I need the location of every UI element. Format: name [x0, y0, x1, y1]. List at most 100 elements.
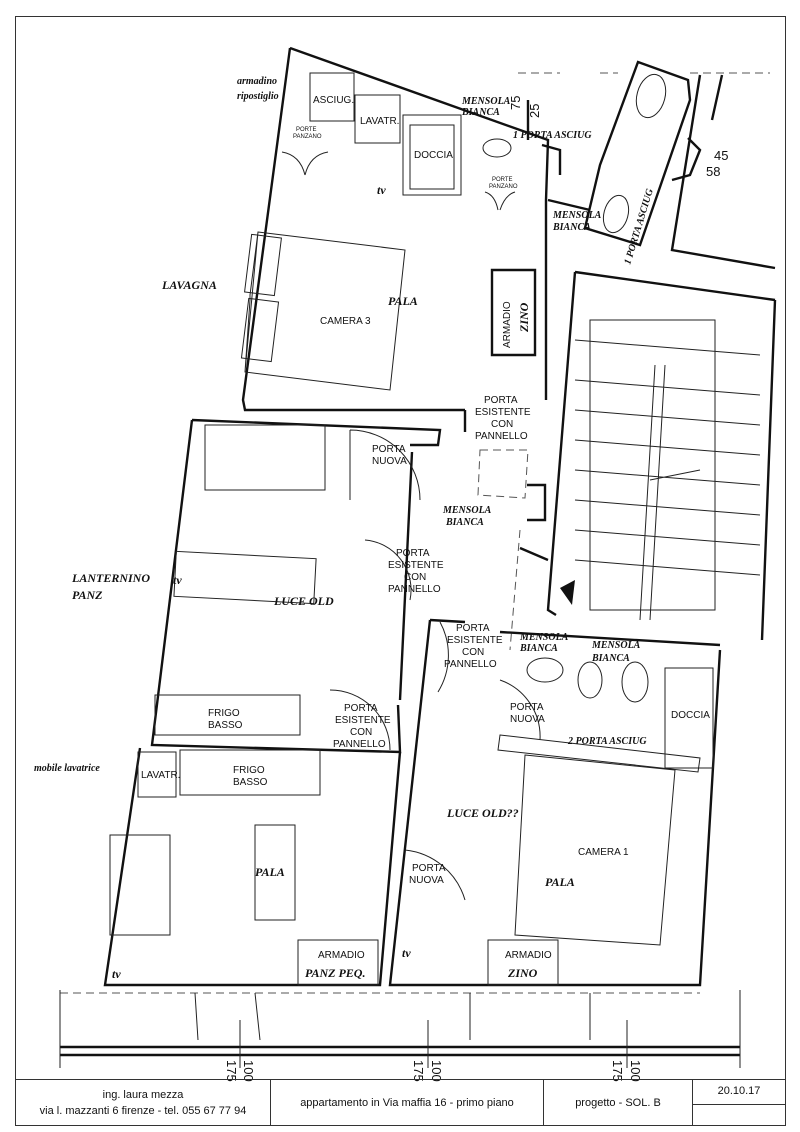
sofa: [109, 834, 171, 936]
label-frigo: FRIGO: [208, 708, 240, 719]
dim-100: 100: [241, 1060, 256, 1082]
label-mensola: BIANCA: [591, 653, 630, 664]
wardrobe-box: [487, 939, 559, 986]
kitchen-counter: [179, 749, 321, 796]
wardrobe-box: [297, 939, 379, 986]
label-line: ESISTENTE: [475, 407, 531, 418]
label-tv: tv: [173, 573, 182, 587]
label-porta-esistente: PORTA ESISTENTE CON PANNELLO: [388, 548, 444, 595]
dim-100: 100: [628, 1060, 643, 1082]
label-luce-old: LUCE OLD: [273, 594, 334, 608]
stair-well: [589, 319, 716, 611]
arrow-icon: [560, 580, 575, 605]
label-porta-nuova: NUOVA: [510, 714, 545, 725]
dim-175: 175: [224, 1060, 239, 1082]
label-panz-peq: PANZ PEQ.: [305, 966, 365, 980]
label-lavatr: LAVATR.: [360, 116, 399, 127]
bed: [244, 231, 406, 391]
label-doccia: DOCCIA: [414, 150, 453, 161]
label-mensola: BIANCA: [461, 107, 500, 118]
washer-box: [354, 94, 401, 144]
label-mensola: BIANCA: [552, 222, 591, 233]
label-porta-esistente: PORTA ESISTENTE CON PANNELLO: [444, 623, 503, 670]
stair-steps: [574, 339, 761, 621]
label-mensola: BIANCA: [519, 643, 558, 654]
dim-100: 100: [429, 1060, 444, 1082]
label-asciug: ASCIUG.: [313, 95, 354, 106]
label-mobile-lavatrice: mobile lavatrice: [34, 763, 100, 774]
bed: [514, 754, 676, 946]
label-porte-panzano: PANZANO: [293, 134, 322, 140]
dim-75: 75: [508, 96, 523, 110]
title-block: ing. laura mezza via l. mazzanti 6 firen…: [15, 1079, 786, 1126]
label-line: ESISTENTE: [388, 560, 444, 571]
dryer-box: [309, 72, 355, 122]
label-lavagna: LAVAGNA: [161, 278, 217, 292]
project-title: appartamento in Via maffia 16 - primo pi…: [300, 1096, 514, 1109]
label-porta-nuova: PORTA: [412, 863, 446, 874]
label-porte-panzano: PORTE: [492, 177, 513, 183]
label-porta-asciug: 2 PORTA ASCIUG: [567, 736, 647, 747]
shelf: [497, 734, 701, 773]
project-phase: progetto - SOL. B: [575, 1096, 661, 1109]
label-line: ESISTENTE: [335, 715, 391, 726]
kitchen-counter: [154, 694, 301, 736]
author-cell: ing. laura mezza via l. mazzanti 6 firen…: [16, 1080, 271, 1125]
dining-table: [173, 550, 317, 605]
label-porta-esistente: PORTA ESISTENTE CON PANNELLO: [333, 703, 391, 750]
door-swing: [349, 429, 421, 501]
label-camera1: CAMERA 1: [578, 847, 629, 858]
door-swing: [329, 539, 412, 751]
dim-175: 175: [411, 1060, 426, 1082]
date-cell: 20.10.17: [693, 1080, 785, 1125]
wall-bottom-left: [103, 747, 402, 987]
pillow: [244, 233, 282, 297]
label-pala: PALA: [545, 875, 575, 889]
label-porte-panzano: PORTE: [296, 127, 317, 133]
label-porta-esistente: PORTA ESISTENTE CON PANNELLO: [475, 395, 531, 442]
label-line: PORTA: [344, 703, 378, 714]
labels: ASCIUG. LAVATR. DOCCIA PORTE PANZANO POR…: [34, 76, 728, 1082]
label-line: PANNELLO: [388, 584, 441, 595]
label-line: PANNELLO: [333, 739, 386, 750]
label-frigo: BASSO: [208, 720, 243, 731]
wall-bottom-right: [388, 618, 722, 987]
label-lanternino: PANZ: [72, 588, 103, 602]
label-line: PORTA: [456, 623, 490, 634]
label-porte-panzano: PANZANO: [489, 184, 518, 190]
wall-camera3-right: [526, 100, 591, 400]
label-porta-nuova: PORTA: [372, 444, 406, 455]
label-line: PANNELLO: [444, 659, 497, 670]
dim-25: 25: [527, 104, 542, 118]
label-frigo: FRIGO: [233, 765, 265, 776]
label-line: CON: [404, 572, 426, 583]
shower-tray: [409, 124, 455, 190]
facade-wall: [60, 1045, 740, 1057]
author-name: ing. laura mezza: [102, 1088, 184, 1101]
shower-box: [402, 114, 462, 196]
label-pala: PALA: [255, 865, 285, 879]
label-mensola: BIANCA: [445, 517, 484, 528]
label-pala: PALA: [388, 294, 418, 308]
label-line: CON: [350, 727, 372, 738]
label-porta-nuova: PORTA: [510, 702, 544, 713]
label-lavatr: LAVATR.: [141, 770, 180, 781]
label-armadio: ARMADIO: [505, 950, 552, 961]
shower-box: [664, 667, 714, 769]
label-line: PORTA: [484, 395, 518, 406]
washer-box: [137, 751, 177, 798]
wall-top-bath: [583, 60, 692, 247]
label-camera3: CAMERA 3: [320, 316, 371, 327]
dim-45: 45: [714, 148, 728, 163]
label-zino: ZINO: [517, 302, 531, 333]
label-porta-asciug: 1 PORTA ASCIUG: [513, 130, 592, 141]
door-swing-panzano: [281, 151, 516, 211]
pillow: [240, 297, 280, 363]
label-line: CON: [491, 419, 513, 430]
sink-icon: [482, 138, 512, 158]
label-mensola: MENSOLA: [461, 96, 511, 107]
label-mensola: MENSOLA: [519, 632, 569, 643]
toilet-icon: [635, 73, 667, 119]
label-tv: tv: [112, 967, 121, 981]
